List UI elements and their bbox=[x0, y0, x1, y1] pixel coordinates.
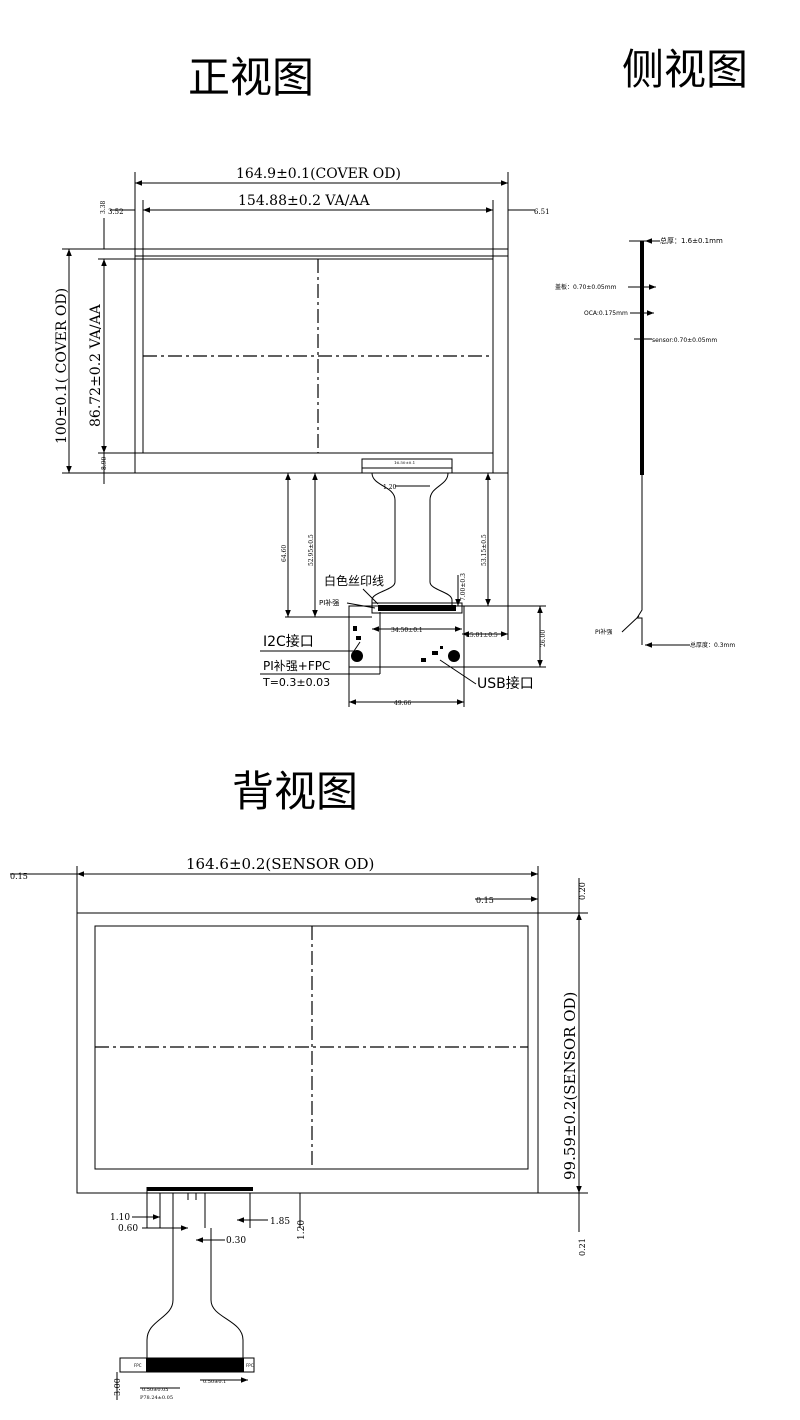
front-fpc-neck: 1.20 bbox=[383, 484, 397, 491]
back-dim-1-10: 1.10 bbox=[110, 1213, 130, 1223]
front-view-title: 正视图 bbox=[188, 53, 315, 102]
back-dim-1-85: 1.85 bbox=[270, 1217, 290, 1227]
front-label-thickness: T=0.3±0.03 bbox=[262, 676, 330, 689]
back-view-title: 背视图 bbox=[232, 767, 359, 816]
front-va-width-label: 154.88±0.2 VA/AA bbox=[238, 193, 371, 209]
front-label-pi-fpc: PI补强+FPC bbox=[263, 659, 330, 673]
front-top-offset: 3.38 bbox=[100, 200, 107, 214]
side-sensor: sensor:0.70±0.05mm bbox=[652, 337, 717, 344]
back-dim-0-50-a: 0.50±0.05 bbox=[142, 1387, 168, 1393]
back-fpc-tag-right: FPC bbox=[246, 1363, 254, 1368]
front-right-offset: 6.51 bbox=[534, 208, 550, 216]
back-bottom-right: 0.21 bbox=[578, 1238, 587, 1256]
back-fpc-tag-left: FPC bbox=[134, 1363, 142, 1368]
side-panel-stack bbox=[640, 241, 644, 475]
back-dim-pitch: P78.24±0.05 bbox=[140, 1395, 173, 1401]
front-label-pi-stiffener: PI补强 bbox=[319, 598, 339, 607]
back-dim-0-60: 0.60 bbox=[118, 1224, 138, 1234]
front-bottom-offset: 8.90 bbox=[101, 456, 108, 470]
front-dim-64-60: 64.60 bbox=[281, 545, 288, 562]
back-sensor-width-label: 164.6±0.2(SENSOR OD) bbox=[186, 855, 374, 873]
back-dim-1-20: 1.20 bbox=[297, 1220, 307, 1240]
back-sensor-outline bbox=[76, 912, 539, 1194]
front-cover-width-label: 164.9±0.1(COVER OD) bbox=[236, 166, 401, 182]
front-cover-height-label: 100±0.1( COVER OD) bbox=[54, 288, 70, 444]
front-mount-hole-right bbox=[448, 650, 460, 662]
front-dim-52-95: 52.95±0.5 bbox=[308, 534, 315, 566]
back-dim-0-50-b: 0.50±0.1 bbox=[203, 1379, 226, 1385]
front-fpc-connector-board bbox=[348, 605, 465, 668]
back-view: 164.6±0.2(SENSOR OD) 0.15 0.15 99.59±0.2… bbox=[10, 855, 588, 1401]
front-fpc: 16.50±0.1 1.20 bbox=[348, 458, 465, 668]
front-dim-26-00: 26.00 bbox=[540, 630, 547, 647]
front-dim-49-66: 49.66 bbox=[394, 700, 411, 707]
side-total-thickness: 总厚：1.6±0.1mm bbox=[660, 236, 723, 245]
side-tail-thickness: 总厚度：0.3mm bbox=[690, 641, 735, 649]
front-view: 164.9±0.1(COVER OD) 154.88±0.2 VA/AA 3.5… bbox=[54, 166, 550, 707]
front-label-silkscreen: 白色丝印线 bbox=[324, 573, 384, 588]
back-sensor-height-label: 99.59±0.2(SENSOR OD) bbox=[561, 992, 579, 1180]
side-pi-stiffener: PI补强 bbox=[595, 628, 612, 636]
front-fpc-top-width: 16.50±0.1 bbox=[394, 460, 415, 465]
front-va-height-label: 86.72±0.2 VA/AA bbox=[88, 303, 104, 427]
back-dim-3-00: 3.00 bbox=[113, 1378, 122, 1396]
side-view: 总厚：1.6±0.1mm 盖板：0.70±0.05mm OCA:0.175mm … bbox=[555, 236, 735, 649]
back-right-offset: 0.15 bbox=[476, 896, 494, 905]
back-left-offset: 0.15 bbox=[10, 872, 28, 881]
front-mount-hole-left bbox=[351, 650, 363, 662]
front-left-offset: 3.52 bbox=[108, 208, 124, 216]
back-top-right: 0.20 bbox=[578, 882, 587, 900]
front-label-i2c: I2C接口 bbox=[263, 633, 314, 650]
front-dim-53-15: 53.15±0.5 bbox=[481, 534, 488, 566]
side-cover-plate: 盖板：0.70±0.05mm bbox=[555, 283, 617, 291]
front-cover-outline bbox=[134, 248, 509, 474]
front-label-usb: USB接口 bbox=[477, 675, 534, 692]
front-dim-7-00: 7.00±0.3 bbox=[460, 573, 467, 601]
side-oca: OCA:0.175mm bbox=[584, 310, 628, 317]
back-fpc: FPC FPC bbox=[119, 1187, 305, 1373]
front-dim-34-50: 34.50±0.1 bbox=[391, 627, 423, 634]
side-view-title: 侧视图 bbox=[622, 45, 749, 94]
back-dim-0-30: 0.30 bbox=[226, 1236, 246, 1246]
front-dim-25-01: 25.01±0.5 bbox=[466, 632, 498, 639]
